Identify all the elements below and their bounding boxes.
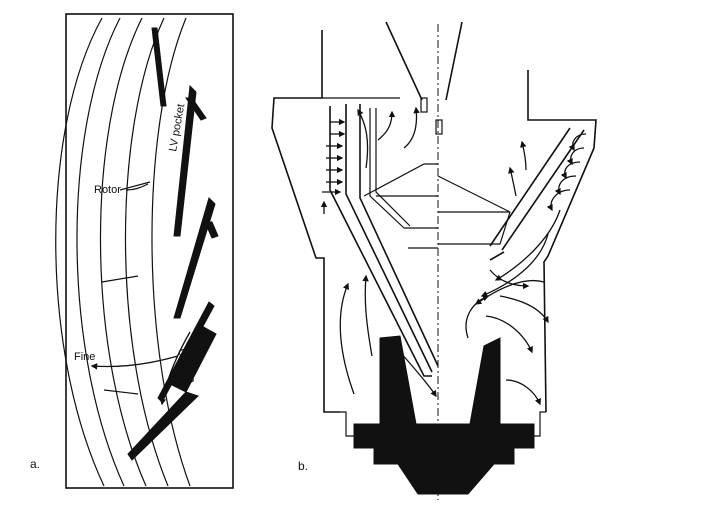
panel-a: Rotor LV pocket Fine Coarse — [55, 13, 234, 489]
roller-mill — [340, 335, 546, 495]
flow-arrows-a — [90, 331, 191, 406]
panel-a-frame — [65, 13, 234, 489]
panel-b-tag: b. — [298, 459, 308, 473]
panel-a-tag: a. — [30, 457, 40, 471]
right-blades — [489, 127, 585, 261]
panel-b — [271, 21, 597, 500]
feed-hopper — [385, 21, 463, 135]
left-cone — [329, 104, 439, 377]
recirculation-arrows — [465, 133, 587, 406]
rotor-arcs — [55, 17, 191, 487]
rotor-leader — [125, 183, 149, 191]
rotor-label: Rotor — [94, 184, 121, 196]
guide-vanes — [127, 27, 219, 461]
housing — [271, 30, 597, 413]
rotor-radial-lines — [101, 181, 151, 395]
inflow-arrows — [320, 106, 420, 214]
fine-label: Fine — [74, 351, 95, 363]
